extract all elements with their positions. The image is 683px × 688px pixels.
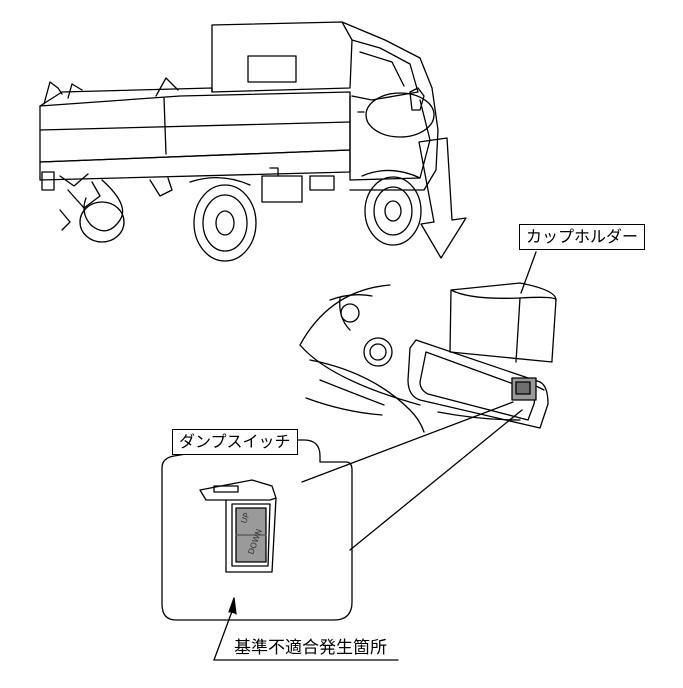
dump-switch-label: ダンプスイッチ (172, 429, 298, 455)
dashboard-closeup (300, 283, 556, 432)
cup-holder-leader (521, 252, 536, 293)
nonconformity-location-label: 基準不適合発生箇所 (234, 637, 387, 659)
cup-holder-label: カップホルダー (519, 224, 645, 250)
dump-truck-illustration (40, 22, 438, 261)
